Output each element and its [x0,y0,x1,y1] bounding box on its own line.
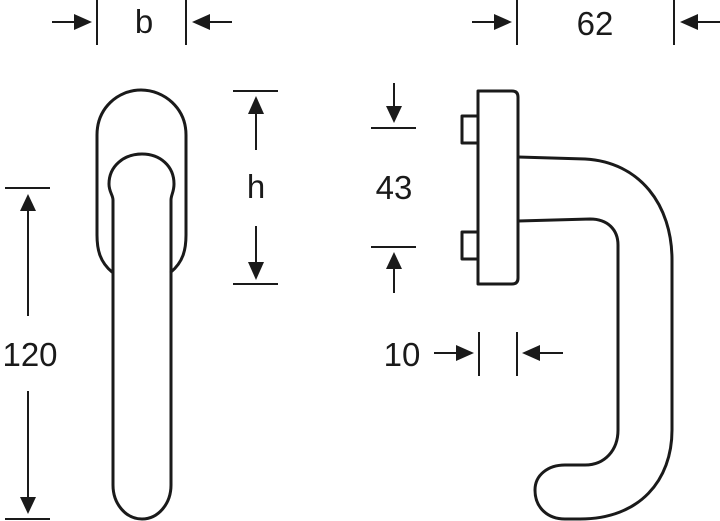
dimension-label-120: 120 [2,336,57,373]
arrow-up-icon [20,194,36,211]
base-plate [476,89,520,286]
lever-outline [107,152,176,521]
mounting-pin-top [460,114,480,145]
rose-outline [95,88,188,274]
dimension-43: 43 [371,83,416,293]
arrow-left-icon [192,14,210,30]
front-view [95,88,188,521]
arrow-left-icon [522,345,540,361]
dimension-62: 62 [472,0,720,45]
arrow-right-icon [494,14,512,30]
dimension-120: 120 [2,187,58,520]
dimension-h: h [233,90,278,285]
arrow-right-icon [456,345,474,361]
dimension-label-10: 10 [384,336,421,373]
dimension-b: b [52,0,232,45]
arrow-down-icon [20,497,36,514]
lever-profile [516,155,674,521]
dimension-label-b: b [135,3,153,40]
arrow-right-icon [74,14,92,30]
side-view [460,89,674,521]
arrow-left-icon [680,14,698,30]
dimension-label-h: h [247,168,265,205]
arrow-up-icon [248,96,264,114]
dimension-label-62: 62 [577,5,614,42]
arrow-up-icon [386,252,402,269]
arrow-down-icon [386,106,402,123]
dimension-10: 10 [384,332,563,376]
mounting-pin-bottom [460,230,480,261]
arrow-down-icon [248,262,264,280]
dimension-label-43: 43 [376,169,413,206]
